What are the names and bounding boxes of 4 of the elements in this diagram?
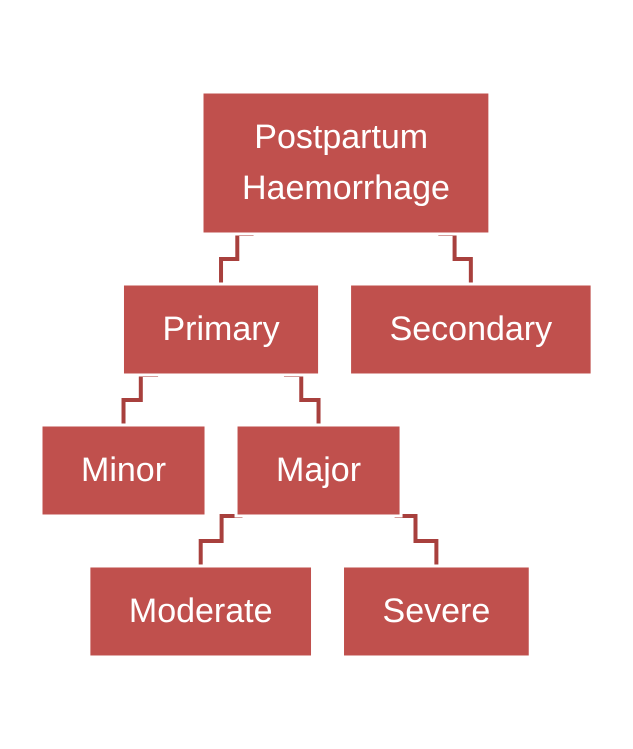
node-box: Moderate [87, 564, 314, 658]
node-box: Secondary [348, 282, 594, 376]
node-box: Primary [120, 282, 322, 376]
node-box: Major [234, 424, 402, 518]
